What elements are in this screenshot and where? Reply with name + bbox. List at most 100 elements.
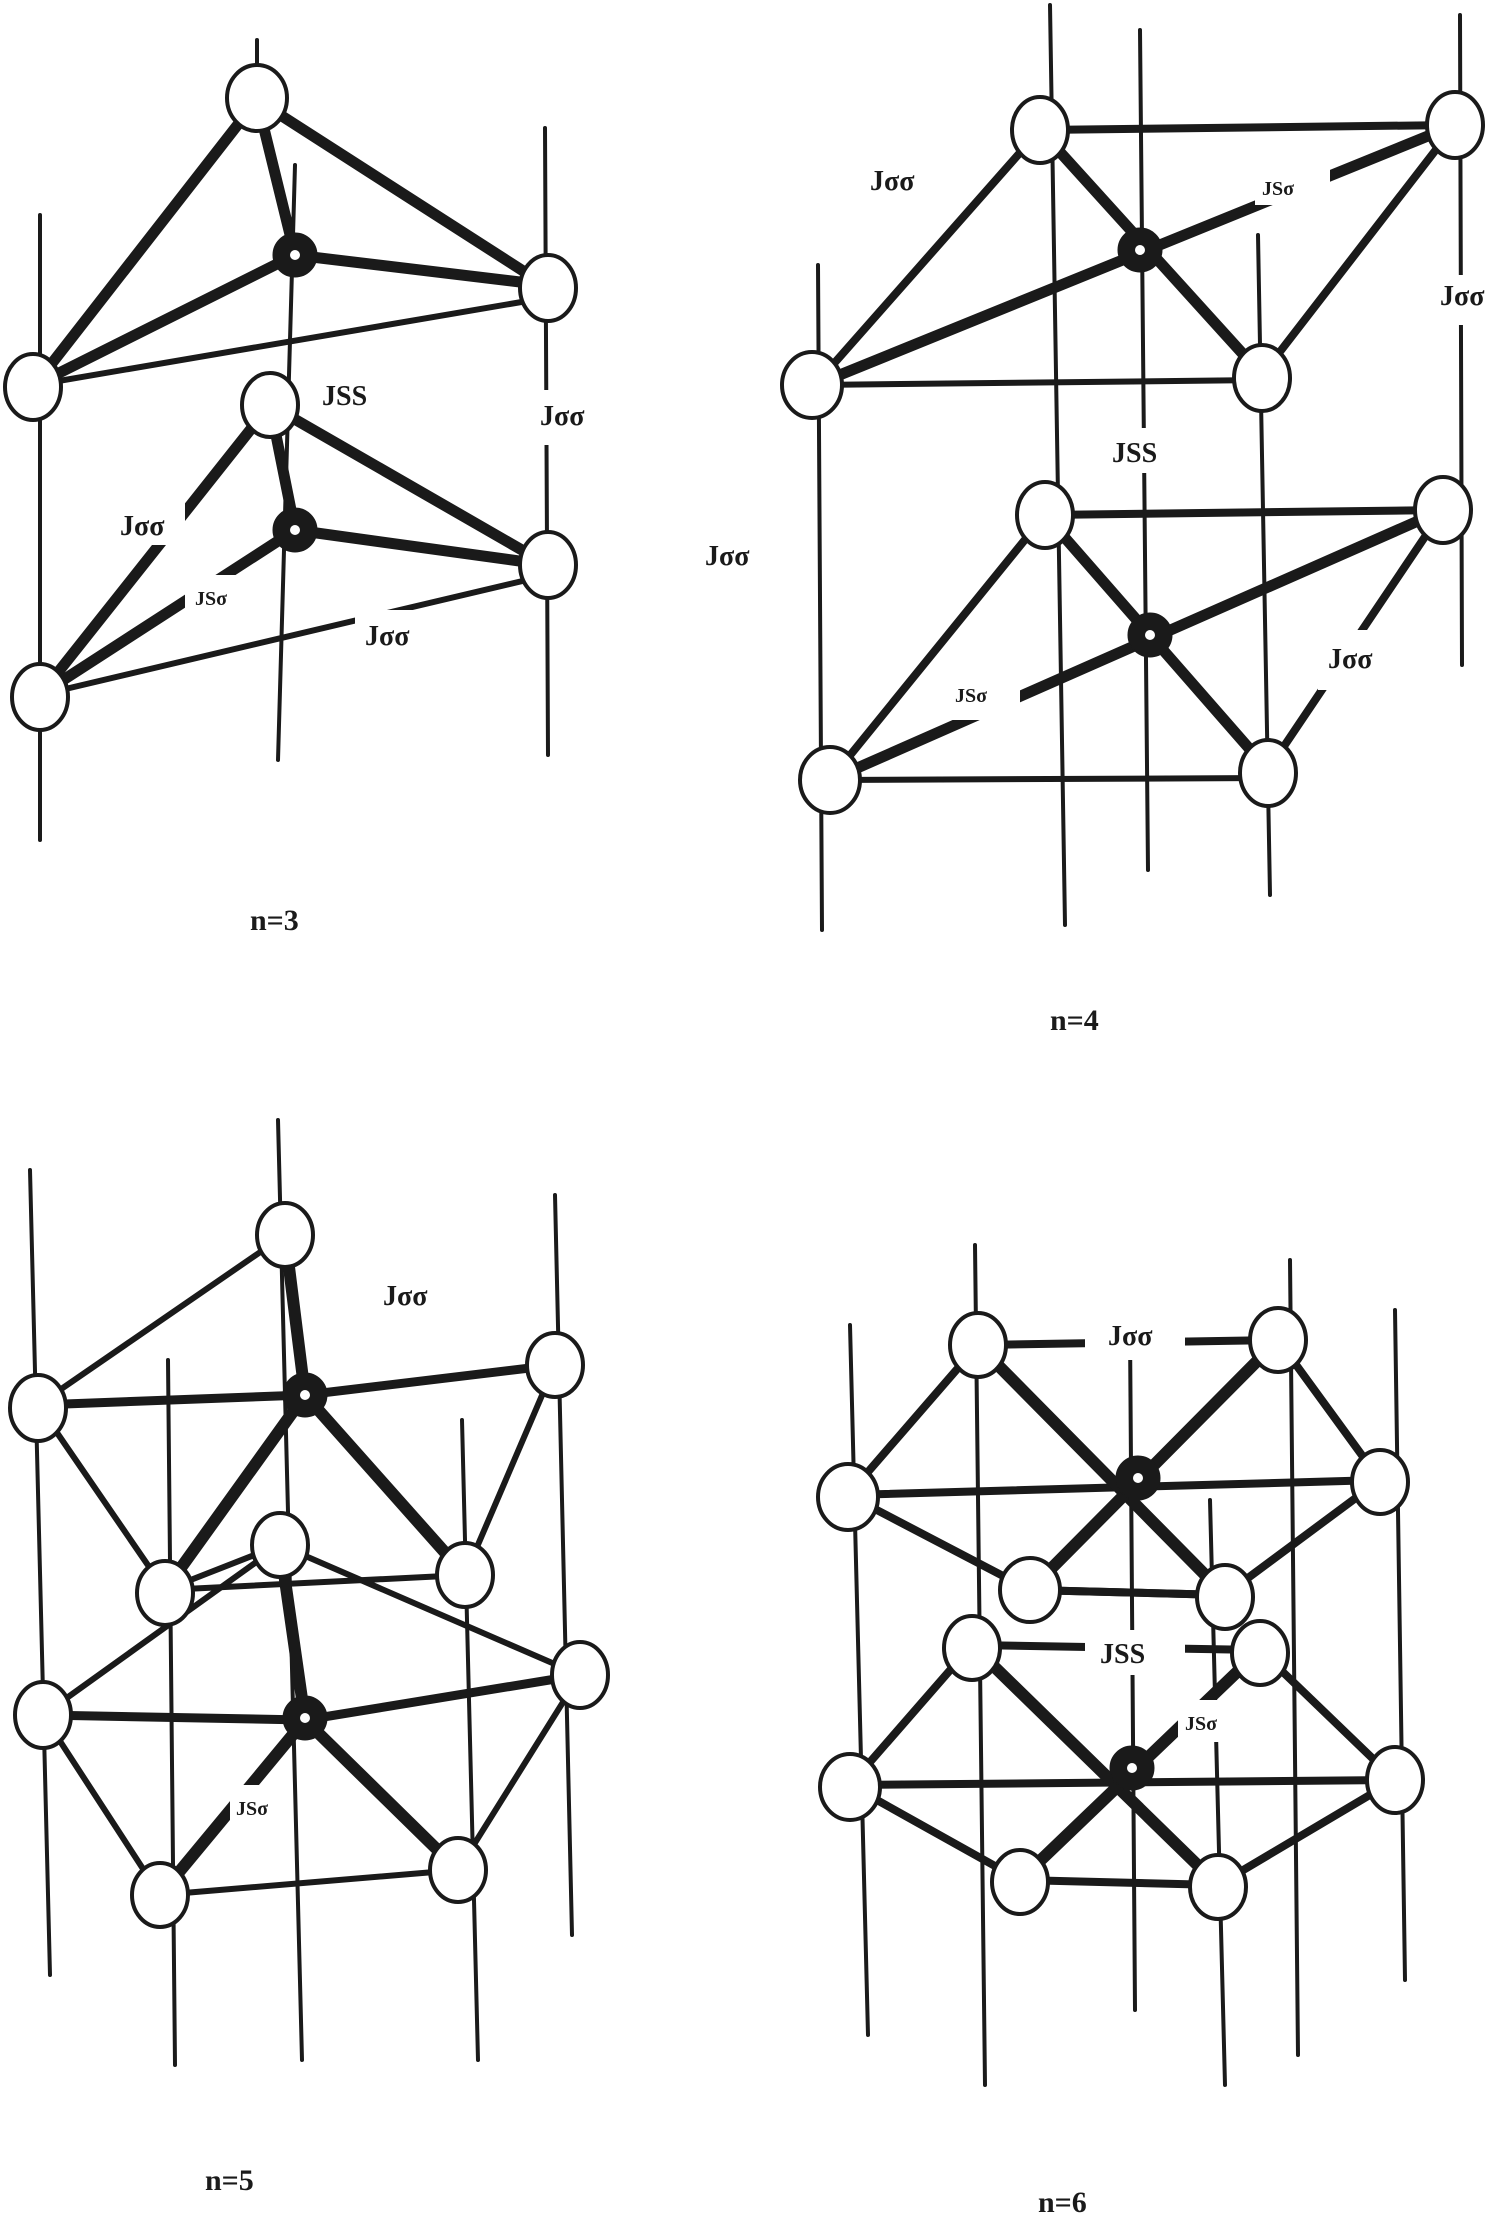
bond-thick	[251, 94, 551, 291]
sigma-atom	[250, 1511, 310, 1579]
sigma-atom	[550, 1640, 610, 1710]
sigma-atom	[8, 1373, 68, 1443]
bond	[300, 1360, 560, 1400]
chain-line	[553, 1193, 574, 1937]
sigma-atom	[518, 530, 578, 600]
label-jsigma: Jσσ	[1328, 644, 1373, 675]
chain-line	[848, 1323, 870, 2037]
sigma-atom	[13, 1680, 73, 1750]
bond-thin	[277, 1542, 583, 1678]
s-atom-center	[290, 250, 300, 260]
sigma-atom	[816, 1462, 880, 1532]
bond-thick	[29, 249, 301, 391]
bond-thin	[37, 572, 551, 698]
sigma-atom	[990, 1848, 1050, 1916]
bond	[1258, 121, 1459, 379]
panel-n4	[780, 3, 1498, 932]
sigma-atom	[948, 1311, 1008, 1379]
label-jsigma: Jσσ	[1108, 1321, 1153, 1352]
bond	[33, 1390, 310, 1410]
sigma-atom	[435, 1541, 495, 1609]
bond	[826, 511, 1049, 784]
label-jss: JSS	[1100, 1639, 1145, 1670]
bond-thin	[35, 1232, 288, 1408]
sigma-atom	[1425, 90, 1485, 160]
panel-caption: n=6	[1038, 2186, 1087, 2219]
sigma-atom	[798, 745, 862, 815]
bond-thick	[34, 524, 301, 701]
sigma-atom	[1015, 480, 1075, 550]
sigma-atom	[1232, 343, 1292, 413]
bond	[1016, 1876, 1222, 1889]
sigma-atom	[1188, 1853, 1248, 1921]
bond	[811, 126, 1044, 389]
sigma-atom	[130, 1861, 190, 1929]
bond-thin	[35, 1402, 168, 1593]
panel-n3	[3, 38, 600, 842]
label-jssigma: JSσ	[1185, 1713, 1217, 1735]
sigma-atom	[780, 350, 844, 420]
bond-thin	[32, 295, 548, 388]
label-jsigma: Jσσ	[705, 541, 750, 572]
bond-thick	[34, 399, 276, 701]
label-jss: JSS	[1112, 438, 1157, 469]
panel-n6-labels: Jσσ JSS JSσ n=6	[1038, 1321, 1217, 2219]
bond	[300, 1670, 585, 1725]
s-atom-center	[1145, 630, 1155, 640]
s-atom-center	[1127, 1763, 1137, 1773]
sigma-atom	[3, 352, 63, 422]
sigma-atom	[1230, 1619, 1290, 1687]
sigma-atom	[525, 1331, 585, 1399]
label-jssigma: JSσ	[195, 588, 227, 610]
label-jssigma: JSσ	[955, 685, 987, 707]
bond-thick	[159, 1389, 311, 1596]
panel-caption: n=4	[1050, 1004, 1099, 1037]
bond	[1026, 1586, 1229, 1599]
sigma-atom	[518, 253, 578, 323]
label-jsigma: Jσσ	[120, 511, 165, 542]
label-jsigma: Jσσ	[1440, 281, 1485, 312]
sigma-atom	[1238, 738, 1298, 808]
chain-line	[1288, 1258, 1300, 2057]
bond-thin	[455, 1672, 583, 1873]
bond-thin	[827, 775, 1271, 783]
bond-thick	[289, 524, 554, 571]
chain-line	[28, 1168, 52, 1977]
sigma-atom	[225, 63, 289, 133]
label-jss: JSS	[322, 381, 367, 412]
bond-thin	[162, 1572, 468, 1593]
chain-line	[1393, 1308, 1407, 1982]
sigma-atom	[1365, 1745, 1425, 1815]
s-atom-center	[300, 1390, 310, 1400]
panel-n5	[8, 1118, 610, 2067]
label-jsigma: Jσσ	[870, 166, 915, 197]
bond-thick	[289, 249, 551, 291]
sigma-atom	[1350, 1448, 1410, 1516]
panel-caption: n=5	[205, 2164, 254, 2197]
sigma-atom	[1248, 1306, 1308, 1374]
bond-thick	[264, 399, 554, 571]
panel-n5-labels: Jσσ JSσ n=5	[205, 1281, 428, 2197]
panel-n4-labels: Jσσ Jσσ Jσσ Jσσ JSS JSσ JSσ n=4	[705, 166, 1485, 1037]
bond-thick	[29, 94, 263, 391]
s-atom-center	[290, 525, 300, 535]
bond-thick	[299, 1389, 471, 1581]
s-atom-center	[1133, 1473, 1143, 1483]
bond-thick	[299, 1714, 464, 1876]
bond-thin	[40, 1542, 283, 1718]
sigma-atom	[1413, 475, 1473, 545]
s-atom-center	[300, 1713, 310, 1723]
s-atom-center	[1135, 245, 1145, 255]
bond-thin	[462, 1362, 558, 1578]
bond-thick	[972, 1339, 1231, 1601]
bond	[844, 1491, 1034, 1594]
sigma-atom	[135, 1559, 195, 1627]
sigma-atom	[942, 1614, 1002, 1682]
panel-caption: n=3	[250, 904, 299, 937]
sigma-atom	[998, 1556, 1062, 1624]
label-jssigma: JSσ	[236, 1798, 268, 1820]
label-jsigma: Jσσ	[540, 401, 585, 432]
sigma-atom	[428, 1836, 488, 1904]
panel-n6	[816, 1243, 1425, 2087]
